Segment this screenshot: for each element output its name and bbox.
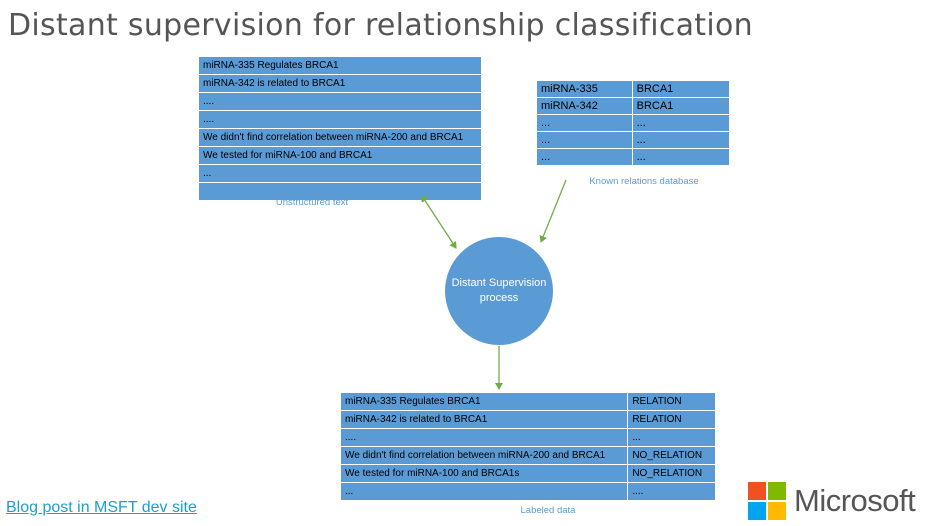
process-label-line1: Distant Supervision	[451, 277, 547, 289]
labeled-row: .......	[339, 482, 716, 501]
logo-square	[748, 502, 766, 520]
known-gene-cell: ...	[631, 148, 731, 166]
logo-square	[768, 502, 786, 520]
process-label-line2: process	[479, 292, 519, 304]
logo-square	[748, 482, 766, 500]
microsoft-logo: Microsoft	[748, 482, 916, 520]
unstructured-row	[198, 182, 482, 201]
known-relation-row: ......	[536, 114, 731, 132]
labeled-data-caption: Labeled data	[520, 505, 576, 516]
unstructured-cell	[198, 182, 482, 201]
labeled-sentence-cell: ...	[339, 482, 629, 501]
microsoft-wordmark: Microsoft	[794, 483, 916, 518]
known-relation-row: ......	[536, 148, 731, 166]
slide-title: Distant supervision for relationship cla…	[8, 8, 753, 43]
labeled-label-cell: ....	[627, 482, 716, 501]
unstructured-text-caption: Unstructured text	[275, 197, 349, 208]
logo-square	[768, 482, 786, 500]
labeled-row: We didn't find correlation between miRNA…	[339, 446, 716, 465]
arrow-text-to-process	[421, 194, 457, 249]
known-relations-caption: Known relations database	[589, 176, 699, 187]
arrow-database-to-process	[539, 179, 567, 243]
microsoft-logo-icon	[748, 482, 786, 520]
blog-post-link[interactable]: Blog post in MSFT dev site	[6, 499, 197, 516]
distant-supervision-process-node: Distant Supervision process	[445, 237, 553, 345]
